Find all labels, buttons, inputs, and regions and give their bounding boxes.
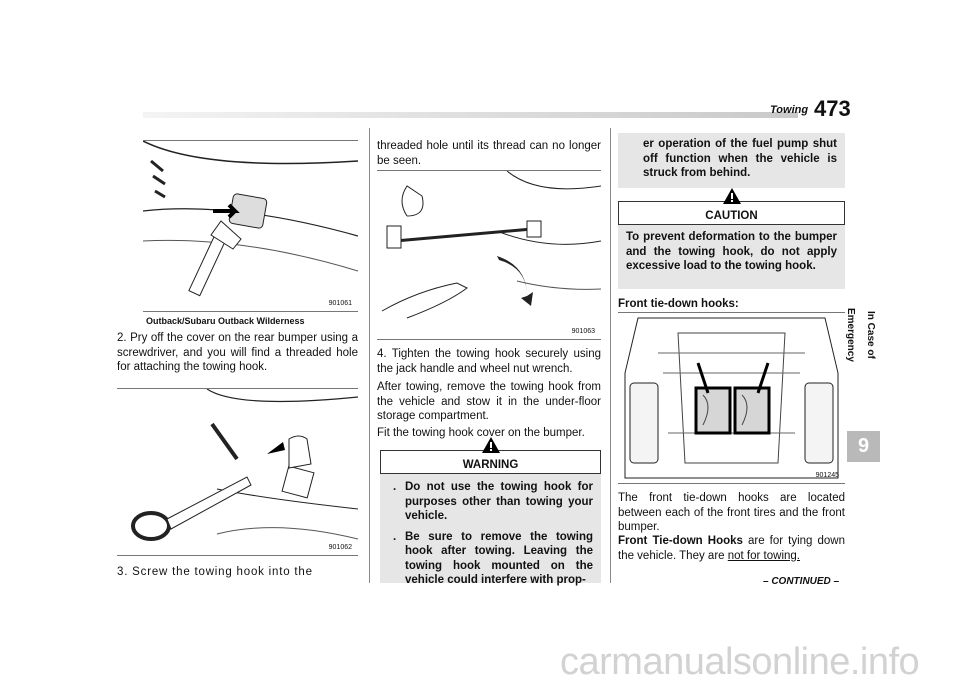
figure-tighten-hook: 901063 bbox=[377, 170, 601, 340]
continued-text: threaded hole until its thread can no lo… bbox=[377, 140, 601, 167]
header-rule bbox=[143, 112, 798, 118]
figure-tiedown-hooks: 901245 bbox=[618, 312, 845, 484]
caution-text: To prevent deformation to the bumper and… bbox=[626, 231, 837, 272]
caution-box: CAUTION To prevent deformation to the bu… bbox=[618, 188, 845, 289]
chapter-number-badge: 9 bbox=[847, 431, 880, 462]
tiedown-usage-text: Front Tie-down Hooks are for tying down … bbox=[618, 535, 846, 562]
figure-code: 901062 bbox=[328, 544, 352, 551]
caution-triangle-icon bbox=[722, 188, 741, 204]
continued-marker: – CONTINUED – bbox=[763, 576, 840, 587]
warning-triangle-icon bbox=[481, 437, 500, 453]
warning-box: WARNING .Do not use the towing hook for … bbox=[380, 437, 601, 586]
column-divider bbox=[610, 128, 611, 583]
bumper-cover-illustration bbox=[143, 141, 358, 297]
caution-title: CAUTION bbox=[705, 210, 758, 222]
step-2-text: 2. Pry off the cover on the rear bumper … bbox=[117, 332, 358, 373]
tiedown-location-text: The front tie-down hooks are located bet… bbox=[618, 492, 845, 533]
warning-continued-box: er operation of the fuel pump shut off f… bbox=[618, 133, 845, 188]
watermark: carmanualsonline.info bbox=[560, 641, 920, 683]
warning-item: .Do not use the towing hook for purposes… bbox=[393, 481, 593, 522]
page-number: 473 bbox=[814, 96, 851, 121]
figure-code: 901061 bbox=[328, 300, 352, 307]
tighten-hook-illustration bbox=[381, 171, 601, 319]
warning-continued-text: er operation of the fuel pump shut off f… bbox=[643, 138, 837, 179]
tiedown-underbody-illustration bbox=[624, 317, 839, 479]
towing-hook-illustration bbox=[131, 389, 358, 541]
caution-header: CAUTION bbox=[618, 188, 845, 225]
column-divider bbox=[369, 128, 370, 583]
warning-header: WARNING bbox=[380, 437, 601, 474]
chapter-tab-label: In Case of Emergency bbox=[845, 308, 876, 362]
figure-code: 901063 bbox=[571, 328, 595, 335]
step-3-text: 3. Screw the towing hook into the bbox=[117, 566, 313, 578]
warning-title: WARNING bbox=[462, 459, 519, 471]
tiedown-heading: Front tie-down hooks: bbox=[618, 298, 739, 310]
figure-towing-hook: 901062 bbox=[117, 388, 358, 556]
figure-rear-bumper-cover: 901061 bbox=[143, 140, 358, 312]
figure-caption: Outback/Subaru Outback Wilderness bbox=[146, 316, 305, 326]
warning-item: .Be sure to remove the towing hook after… bbox=[393, 530, 593, 587]
fit-cover-text: Fit the towing hook cover on the bumper. bbox=[377, 427, 585, 439]
warning-list: .Do not use the towing hook for purposes… bbox=[380, 474, 601, 588]
figure-code: 901245 bbox=[815, 472, 839, 479]
after-towing-text: After towing, remove the towing hook fro… bbox=[377, 381, 601, 422]
step-4-text: 4. Tighten the towing hook securely usin… bbox=[377, 348, 601, 375]
section-title: Towing bbox=[770, 104, 809, 116]
